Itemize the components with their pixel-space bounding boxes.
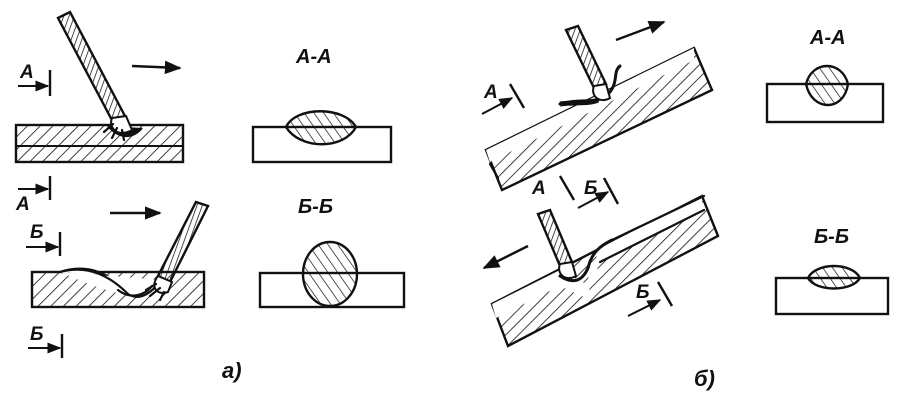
electrode xyxy=(144,200,210,302)
section-marker-a-top: А xyxy=(19,62,34,83)
section-title-a-top: А-А xyxy=(295,46,332,68)
panel-b-section-bottom: Б-Б xyxy=(774,226,890,316)
panel-b-bottom-weld: Б Б xyxy=(482,177,720,348)
section-marker-b-bottom: Б xyxy=(30,324,43,345)
panel-a-section-bottom: Б-Б xyxy=(258,196,406,309)
panel-caption-a: а) xyxy=(222,358,242,383)
section-marker-b-a-top: А xyxy=(483,82,498,103)
section-title-b-top: А-А xyxy=(809,27,846,49)
panel-a-section-top: А-А xyxy=(251,46,393,164)
electrode xyxy=(564,24,612,102)
section-marker-b-b-bottom: Б xyxy=(636,282,649,303)
direction-arrow xyxy=(482,244,529,270)
panel-b-top-weld: А А xyxy=(481,20,714,201)
section-marker-b-a-bottom: А xyxy=(531,178,546,199)
direction-arrow xyxy=(131,60,182,75)
panel-a-top-weld: А А xyxy=(14,10,185,215)
electrode xyxy=(56,10,134,142)
section-title-b-bottom: Б-Б xyxy=(814,226,849,248)
panel-a: А А А-А Б xyxy=(14,10,406,383)
panel-a-bottom-weld: Б Б xyxy=(26,200,210,358)
panel-caption-b: б) xyxy=(694,366,715,391)
section-title-a-bottom: Б-Б xyxy=(298,196,333,218)
direction-arrow xyxy=(615,20,666,42)
section-marker-b-top: Б xyxy=(30,222,43,243)
electrode xyxy=(536,208,578,280)
panel-b-section-top: А-А xyxy=(765,27,885,124)
section-marker-a-bottom: А xyxy=(15,194,30,215)
section-marker-b-b-top: Б xyxy=(584,178,597,199)
panel-b: А А А-А Б Б xyxy=(481,20,890,391)
